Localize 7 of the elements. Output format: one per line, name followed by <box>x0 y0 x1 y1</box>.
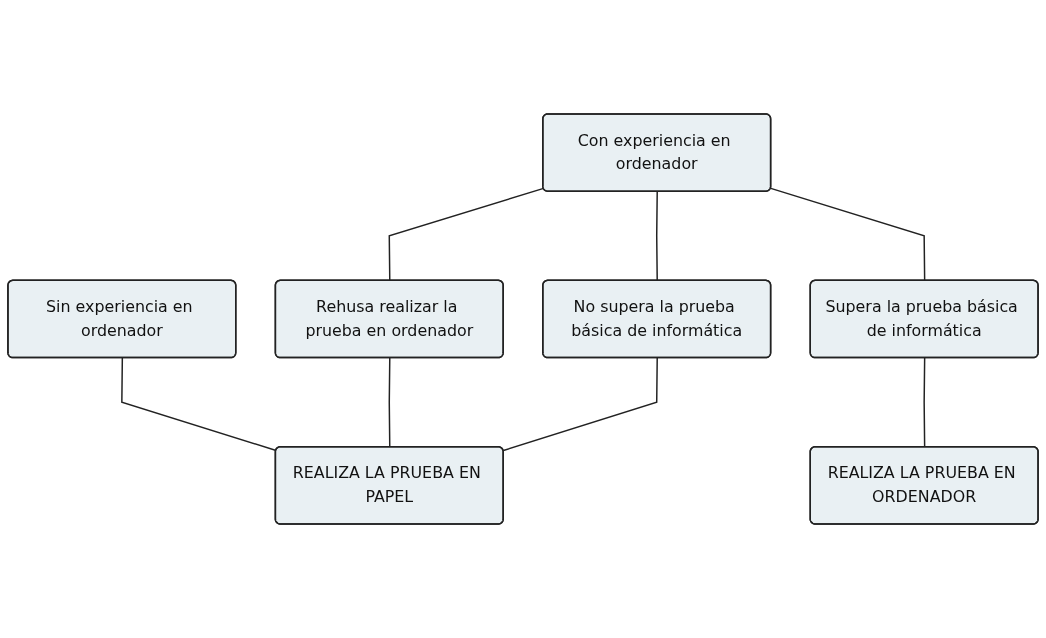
connector <box>388 357 391 448</box>
connector <box>388 187 545 282</box>
connector <box>502 357 658 452</box>
connector <box>655 190 658 282</box>
connector <box>121 357 277 452</box>
connector <box>923 357 926 448</box>
connector <box>770 187 926 282</box>
